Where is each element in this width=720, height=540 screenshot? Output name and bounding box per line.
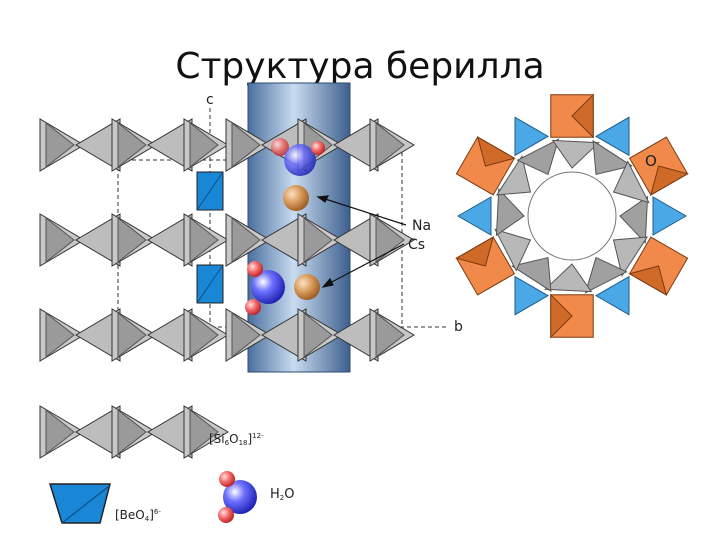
tetrahedron-back xyxy=(46,410,74,454)
legend-beo4-label: [BeO4]6- xyxy=(115,508,161,523)
ring-blue-tetrahedron xyxy=(653,197,686,235)
cs-atom xyxy=(294,274,320,300)
tetrahedron-back xyxy=(118,410,146,454)
axis-b-label: b xyxy=(454,319,463,335)
hexagonal-ring xyxy=(456,95,687,337)
tetrahedron-back xyxy=(46,313,74,357)
tetrahedron-back xyxy=(46,218,74,262)
cs-label: Cs xyxy=(408,237,425,253)
legend-beo4-shape xyxy=(50,484,110,523)
axis-c-label: c xyxy=(206,92,214,108)
tetra-chain-left-0 xyxy=(40,119,228,171)
ring-blue-tetrahedron xyxy=(458,197,491,235)
tetrahedron-back xyxy=(376,313,404,357)
ring-gray-tetrahedron xyxy=(545,264,591,292)
tetrahedron-back xyxy=(376,123,404,167)
legend-tetra-chain xyxy=(40,406,228,458)
tetrahedra-layers xyxy=(40,119,414,361)
tetrahedron-back xyxy=(190,313,218,357)
tetra-chain-left-1 xyxy=(40,214,228,266)
tetrahedron-back xyxy=(46,123,74,167)
na-atom xyxy=(283,185,309,211)
legend-si6o18-label: [Si6O18]12- xyxy=(209,432,264,447)
tetrahedron-back xyxy=(118,313,146,357)
tetrahedron-back xyxy=(118,218,146,262)
legend-h2o-molecule xyxy=(218,471,257,523)
tetrahedron-back xyxy=(190,218,218,262)
o-label: O xyxy=(645,152,657,170)
ring-gray-tetrahedron xyxy=(496,189,524,235)
legend xyxy=(40,406,257,523)
ring-channel-hole xyxy=(528,172,616,260)
na-label: Na xyxy=(412,218,431,234)
legend-si6o18-tetrahedra xyxy=(40,406,228,458)
legend-h2o-label: H2O xyxy=(270,487,294,502)
tetra-chain-left-2 xyxy=(40,309,228,361)
ring-gray-tetrahedron xyxy=(553,140,599,168)
tetrahedron-back xyxy=(376,218,404,262)
ring-gray-tetrahedron xyxy=(620,197,648,243)
